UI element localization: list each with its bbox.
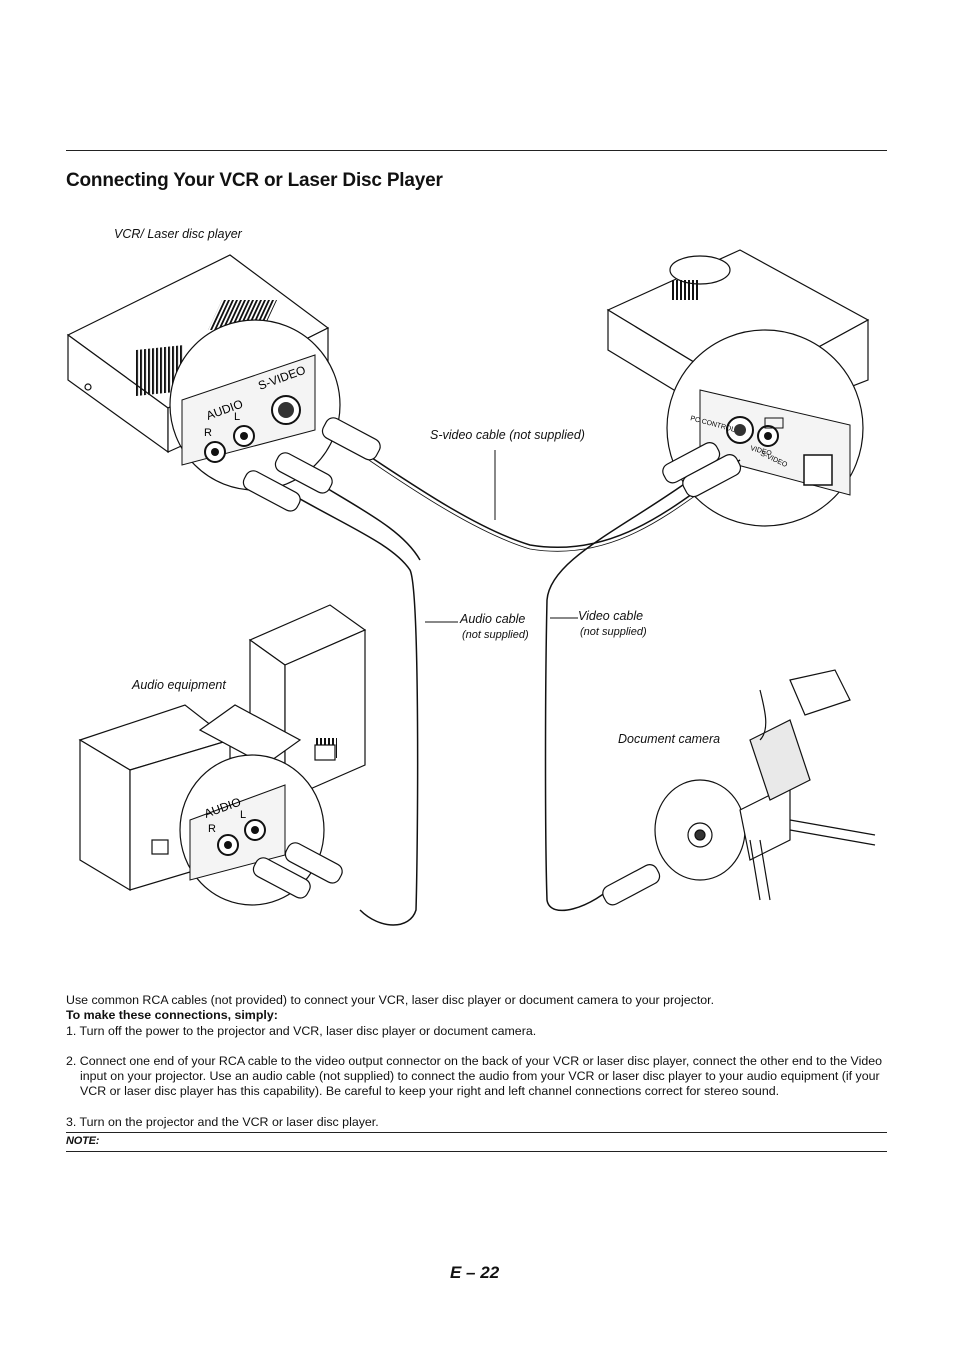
connection-diagram: AUDIO S-VIDEO R L PC CONTROL VIDEO S-VID…: [66, 249, 876, 926]
vcr-plugs: [242, 417, 381, 512]
audio-equip-l-text: L: [240, 809, 246, 821]
steps-heading: To make these connections, simply:: [66, 1008, 278, 1023]
audio-cable-sublabel: (not supplied): [462, 629, 529, 641]
page-number: E – 22: [450, 1263, 500, 1282]
step-3: 3. Turn on the projector and the VCR or …: [66, 1114, 379, 1129]
note-bottom-rule: [66, 1151, 887, 1152]
vcr-r-text: R: [204, 427, 212, 439]
audio-equipment-plugs: [252, 842, 343, 899]
step-2: 2. Connect one end of your RCA cable to …: [66, 1053, 882, 1099]
note-label: NOTE:: [66, 1135, 100, 1147]
page-title: Connecting Your VCR or Laser Disc Player: [66, 170, 443, 191]
instructions: Use common RCA cables (not provided) to …: [66, 993, 888, 1130]
document-camera-device: [654, 669, 876, 901]
vcr-label: VCR/ Laser disc player: [114, 227, 242, 241]
note-top-rule: [66, 1132, 887, 1133]
document-camera-plug: [602, 864, 661, 906]
audio-panel-zoom: AUDIO R L: [179, 754, 325, 906]
document-camera-label: Document camera: [618, 732, 721, 746]
svideo-cable-label: S-video cable (not supplied): [430, 428, 585, 442]
svideo-cable: [359, 449, 741, 552]
step-1: 1. Turn off the power to the projector a…: [66, 1023, 537, 1038]
video-cable-label: Video cable: [578, 609, 644, 623]
top-rule: [66, 150, 887, 151]
leader-lines: [425, 450, 578, 623]
intro-text: Use common RCA cables (not provided) to …: [66, 993, 715, 1007]
audio-equip-r-text: R: [208, 823, 216, 835]
audio-equipment-label: Audio equipment: [132, 678, 226, 692]
projector-plugs: [662, 442, 742, 498]
audio-cable-label: Audio cable: [460, 612, 526, 626]
vcr-l-text: L: [234, 411, 240, 423]
video-cable: [544, 479, 691, 912]
vcr-panel-zoom: AUDIO S-VIDEO R L: [169, 319, 341, 491]
video-cable-sublabel: (not supplied): [580, 626, 647, 638]
